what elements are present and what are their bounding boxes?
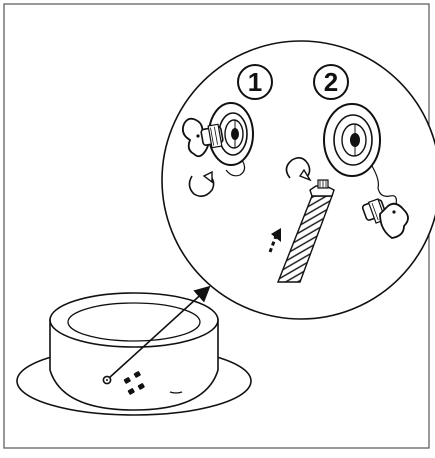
step-number-2: 2 [324, 67, 338, 97]
step-number-1: 1 [248, 67, 262, 97]
tub-unit [17, 293, 251, 415]
step-badge-2: 2 [314, 65, 348, 99]
tub-rim-inner [68, 303, 200, 341]
step-badge-1: 1 [238, 65, 272, 99]
